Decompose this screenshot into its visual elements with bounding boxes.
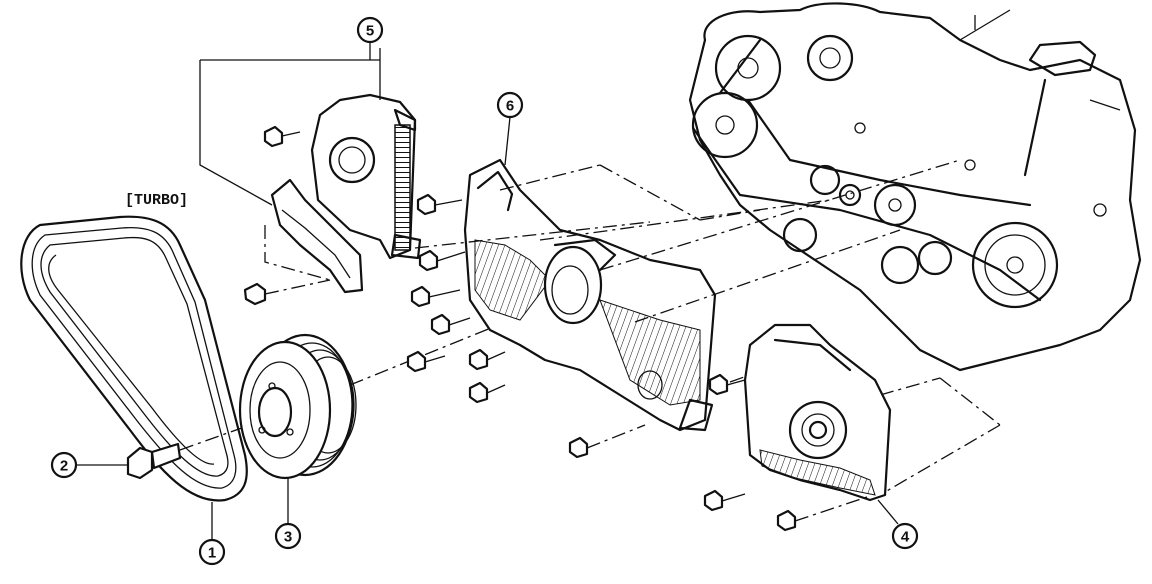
turbo-bracket xyxy=(243,178,364,306)
callout-circle-1 xyxy=(198,538,226,566)
pulley-bolt xyxy=(126,424,251,480)
engine-assembly xyxy=(688,2,1142,372)
callout-circle-4 xyxy=(891,522,919,550)
callout-3: 3 xyxy=(284,529,292,546)
callout-circle-2 xyxy=(50,451,78,479)
middle-timing-cover xyxy=(463,158,717,432)
callout-1: 1 xyxy=(208,545,216,562)
turbo-label: [TURBO] xyxy=(125,192,188,209)
callout-circle-3 xyxy=(274,522,302,550)
upper-timing-cover xyxy=(263,93,422,260)
callout-2: 2 xyxy=(60,458,68,475)
callout-4: 4 xyxy=(901,529,910,546)
cover-bolts xyxy=(406,193,646,459)
crankshaft-pulley xyxy=(238,299,561,480)
v-belt xyxy=(20,215,248,502)
lower-timing-cover xyxy=(703,323,892,532)
callout-5: 5 xyxy=(366,23,374,40)
callout-6: 6 xyxy=(506,98,514,115)
